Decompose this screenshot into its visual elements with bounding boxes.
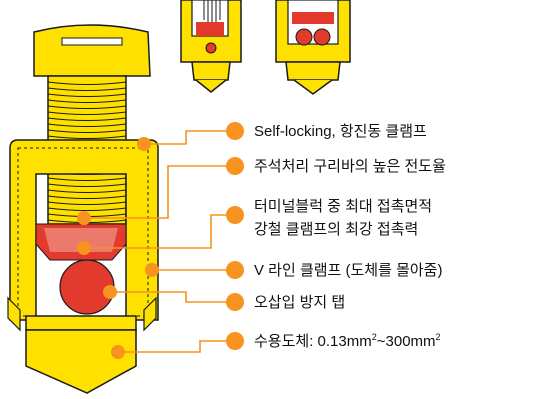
callout-anti-misinsertion: 오삽입 방지 탭: [254, 294, 345, 311]
callout-tin-plated-copper: 주석처리 구리바의 높은 전도율: [254, 158, 446, 175]
bottom-connector: [25, 329, 137, 394]
terminal-main-illustration: [7, 24, 159, 394]
callout-conductor-range: 수용도체: 0.13mm2~300mm2: [254, 332, 441, 350]
thread-ridge: [47, 183, 127, 187]
thread-ridge: [47, 87, 127, 91]
inset-variant-two-conductors: [275, 0, 351, 95]
callout-self-locking: Self-locking, 항진동 클램프: [254, 123, 427, 140]
conductor-range-sup2: 2: [436, 332, 441, 342]
copper-bar: [25, 315, 137, 331]
screw-slot: [61, 37, 123, 46]
thread-ridge: [47, 177, 127, 181]
thread-ridge: [47, 207, 127, 211]
callout-contact-area: 터미널블럭 중 최대 접촉면적: [254, 198, 432, 215]
thread-ridge: [47, 135, 127, 139]
conductor-range-prefix: 수용도체: 0.13mm: [254, 333, 372, 350]
thread-ridge: [47, 105, 127, 109]
thread-ridge: [47, 201, 127, 205]
thread-ridge: [47, 189, 127, 193]
callout-v-line: V 라인 클램프 (도체를 몰아줌): [254, 262, 442, 279]
callout-dots: [77, 122, 244, 359]
inset-variant-small-conductor: [180, 0, 242, 93]
thread-ridge: [47, 117, 127, 121]
thread-ridge: [47, 129, 127, 133]
thread-ridge: [47, 195, 127, 199]
thread-ridge: [47, 81, 127, 85]
screw-head: [33, 24, 151, 77]
callout-lines: [84, 130, 232, 353]
thread-ridge: [47, 99, 127, 103]
thread-ridge: [47, 123, 127, 127]
thread-ridge: [47, 111, 127, 115]
conductor-range-sup1: 2: [372, 332, 377, 342]
callout-clamp-force: 강철 클램프의 최강 접촉력: [254, 221, 418, 238]
thread-ridge: [47, 93, 127, 97]
conductor-range-mid: ~300mm: [377, 333, 436, 350]
clamp-frame: [9, 139, 159, 321]
